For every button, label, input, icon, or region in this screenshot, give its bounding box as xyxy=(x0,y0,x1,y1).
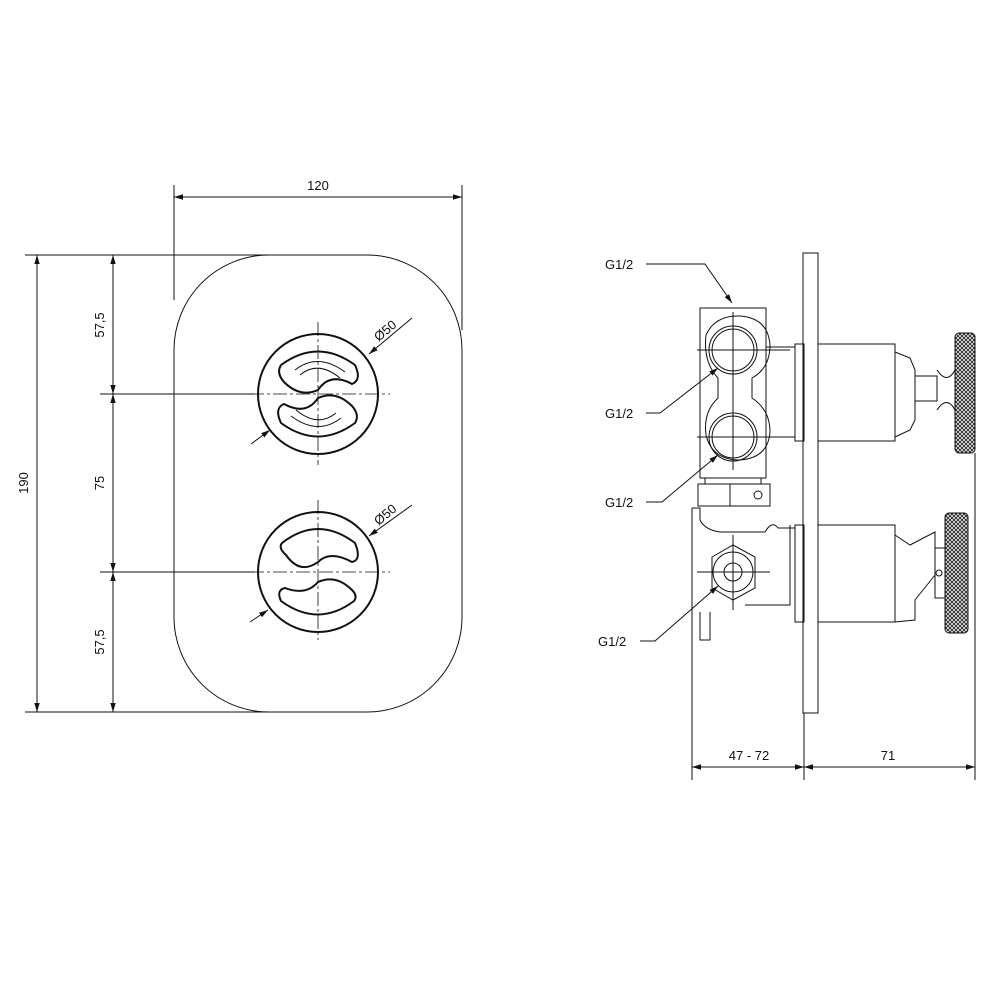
connection-label-hot: G1/2 xyxy=(605,406,633,421)
depth-dimensions: 47 - 72 71 xyxy=(691,453,976,780)
connection-label-cold: G1/2 xyxy=(605,495,633,510)
connection-label-top: G1/2 xyxy=(605,257,633,272)
height-dimension: 190 xyxy=(16,254,370,713)
width-dimension: 120 xyxy=(173,178,463,330)
upper-diameter-label: Ø50 xyxy=(371,317,399,344)
bottom-offset-label: 57,5 xyxy=(92,629,107,654)
lower-handle: Ø50 xyxy=(249,500,413,640)
upper-cartridge xyxy=(794,332,976,454)
lower-cartridge xyxy=(794,512,969,634)
connection-callouts: G1/2 G1/2 G1/2 G1/2 xyxy=(598,257,733,649)
spacing-label: 75 xyxy=(92,476,107,490)
spacing-dimensions: 57,5 75 57,5 xyxy=(92,255,255,712)
height-label: 190 xyxy=(16,472,31,494)
width-label: 120 xyxy=(307,178,329,193)
projection-label: 71 xyxy=(881,748,895,763)
connection-label-outlet: G1/2 xyxy=(598,634,626,649)
valve-body xyxy=(691,307,795,641)
top-offset-label: 57,5 xyxy=(92,312,107,337)
depth-label: 47 - 72 xyxy=(729,748,769,763)
lower-diameter-label: Ø50 xyxy=(371,501,399,528)
lower-knurled-knob xyxy=(944,512,969,634)
upper-knurled-knob xyxy=(954,332,976,454)
upper-handle: Ø50 xyxy=(250,317,413,465)
front-view: 120 190 57,5 75 57,5 xyxy=(16,178,463,713)
side-view: G1/2 G1/2 G1/2 G1/2 47 - 72 71 xyxy=(598,252,976,780)
wall-plate xyxy=(802,252,819,714)
